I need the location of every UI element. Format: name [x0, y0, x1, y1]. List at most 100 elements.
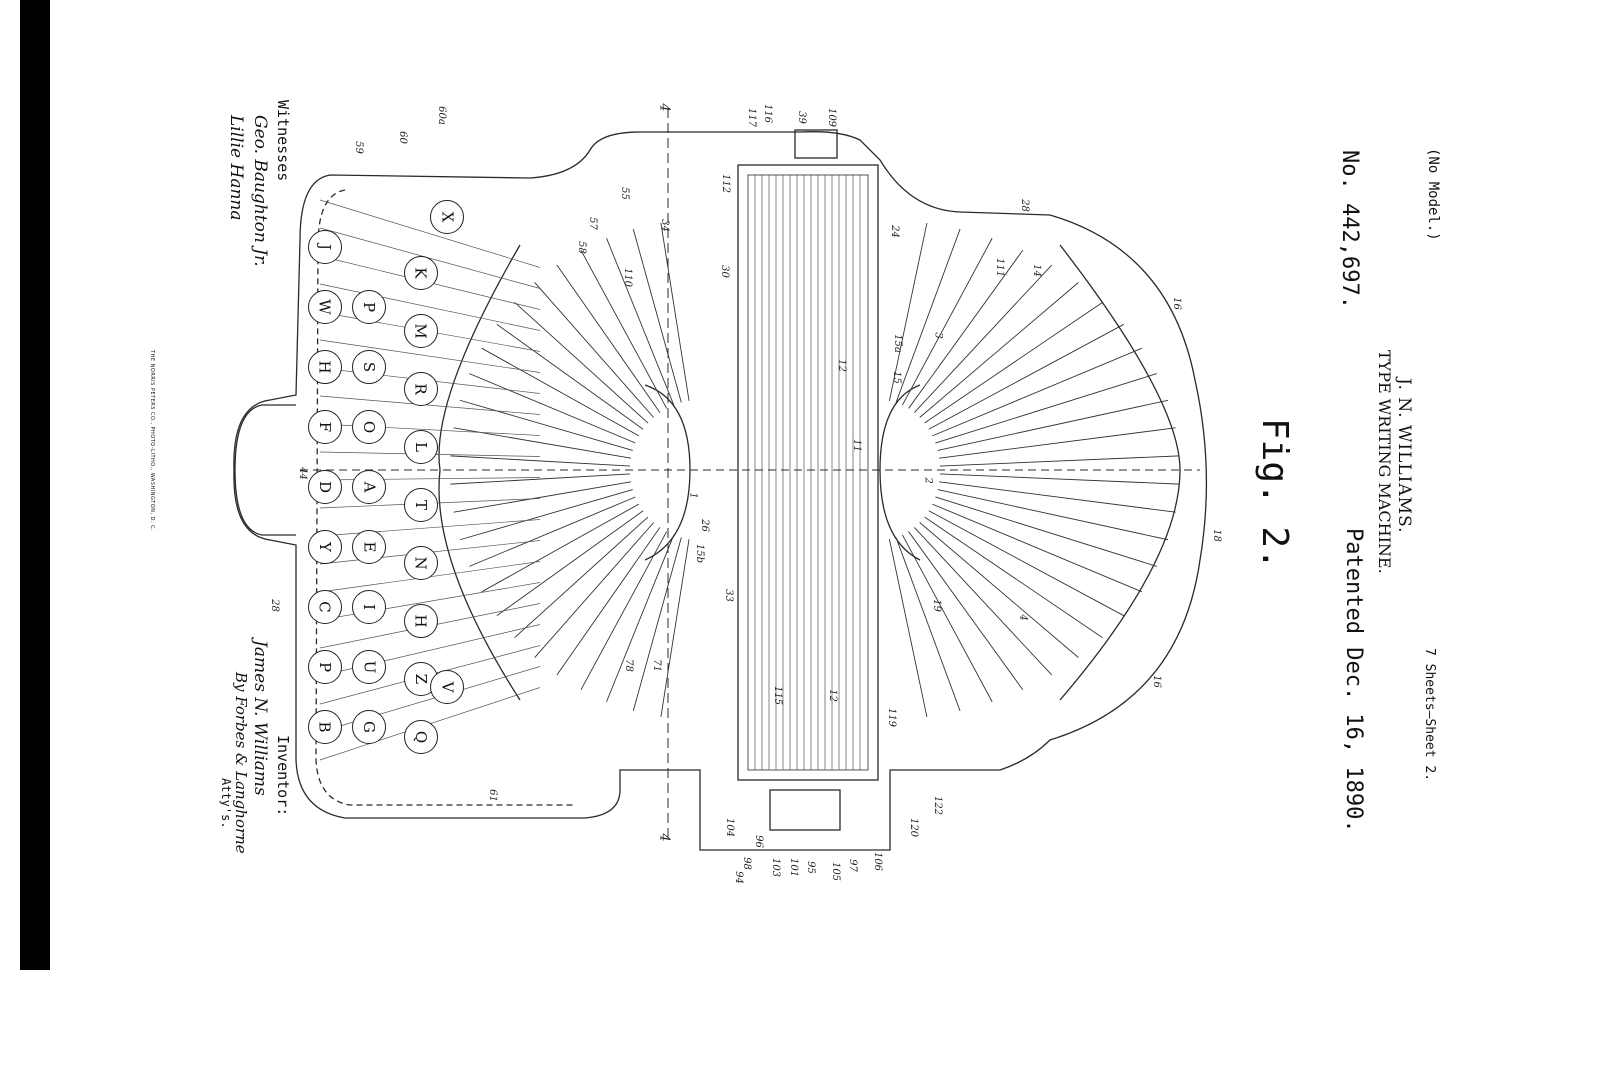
key-m: M — [404, 314, 438, 348]
reference-numeral: 60a — [435, 106, 447, 125]
key-q: Q — [404, 720, 438, 754]
key-letter: H — [412, 614, 430, 628]
type-bar — [939, 473, 1180, 485]
witness-signature-1: Geo. Baughton Jr. — [250, 115, 270, 267]
key-i: I — [352, 590, 386, 624]
reference-numeral: 2 — [922, 477, 934, 484]
reference-numeral: 98 — [740, 857, 752, 870]
type-bar — [935, 496, 1157, 567]
platen-knob-top — [794, 129, 838, 159]
reference-numeral: 116 — [762, 103, 774, 124]
reference-numeral: 33 — [722, 589, 734, 602]
key-lever — [319, 339, 541, 373]
type-bar — [534, 282, 655, 418]
type-bar — [534, 522, 655, 658]
right-type-basket-outer — [1059, 244, 1181, 701]
right-type-bars — [888, 222, 1180, 718]
ratchet-wheel — [769, 789, 841, 831]
type-bar — [895, 228, 961, 403]
type-bar — [556, 264, 661, 413]
key-letter: B — [316, 721, 334, 733]
key-letter: A — [360, 481, 378, 493]
type-bar — [939, 481, 1176, 513]
type-bar — [895, 537, 961, 712]
key-letter: V — [438, 681, 456, 693]
reference-numeral: 16 — [1150, 675, 1162, 688]
type-bar — [902, 237, 993, 406]
key-v: V — [430, 670, 464, 704]
key-h: H — [404, 604, 438, 638]
type-bar — [924, 516, 1103, 639]
type-bar — [939, 427, 1176, 459]
type-bar — [580, 531, 668, 691]
type-bar — [496, 510, 644, 617]
type-bar — [469, 373, 636, 444]
printer-credit: THE NORRIS PETERS CO., PHOTO-LITHO., WAS… — [149, 350, 155, 532]
key-letter: F — [315, 421, 334, 433]
type-bar — [914, 527, 1053, 676]
key-l: L — [404, 430, 438, 464]
key-w: W — [308, 290, 342, 324]
type-bar — [919, 282, 1079, 418]
inventor-label: Inventor: — [274, 735, 292, 817]
key-lever — [319, 519, 541, 537]
key-s: S — [352, 350, 386, 384]
reference-numeral: 101 — [788, 857, 800, 878]
reference-numeral: 115 — [772, 685, 784, 706]
type-bar — [932, 503, 1143, 593]
platen-cylinder — [747, 174, 869, 771]
reference-numeral: 110 — [622, 267, 634, 288]
reference-numeral: 78 — [622, 659, 634, 672]
key-c: C — [308, 590, 342, 624]
type-bar — [459, 399, 633, 451]
type-bar — [580, 249, 668, 409]
housing-outline — [233, 131, 1208, 851]
witnesses-label: Witnesses — [274, 100, 292, 182]
key-letter: I — [360, 604, 378, 610]
inventor-name: J. N. WILLIAMS. — [1394, 378, 1414, 534]
reference-numeral: 57 — [586, 217, 598, 230]
type-bar — [453, 481, 632, 513]
reference-numeral: 104 — [724, 817, 736, 838]
reference-numeral: 61 — [486, 789, 498, 802]
key-letter: J — [315, 243, 334, 251]
key-y: Y — [308, 530, 342, 564]
key-a: A — [352, 470, 386, 504]
reference-numeral: 117 — [746, 107, 758, 128]
type-bar — [606, 237, 675, 406]
key-f: F — [308, 410, 342, 444]
sheets-label: 7 Sheets—Sheet 2. — [1422, 648, 1437, 782]
key-letter: P — [360, 301, 378, 313]
reference-numeral: 106 — [872, 851, 884, 872]
reference-numeral: 26 — [698, 519, 710, 532]
right-type-basket-inner — [879, 384, 921, 561]
key-d: D — [308, 470, 342, 504]
key-letter: Z — [412, 673, 430, 685]
type-bar — [481, 347, 640, 437]
key-letter: O — [360, 420, 378, 434]
key-letter: Y — [316, 542, 334, 552]
left-type-bars — [450, 223, 690, 717]
scan-edge-bar — [20, 0, 50, 970]
key-letter: P — [316, 661, 334, 673]
reference-numeral: 18 — [1210, 529, 1222, 542]
inventor-attys: Atty's. — [219, 778, 233, 829]
reference-numeral: 59 — [352, 141, 364, 154]
reference-numeral: 28 — [1018, 199, 1030, 212]
reference-numeral: 39 — [795, 111, 807, 124]
key-h: H — [308, 350, 342, 384]
reference-numeral: 95 — [804, 861, 816, 874]
type-bar — [450, 455, 631, 467]
key-letter: S — [360, 361, 378, 373]
patent-title: TYPE WRITING MACHINE. — [1375, 350, 1394, 574]
reference-numeral: 109 — [826, 107, 838, 128]
key-k: K — [404, 256, 438, 290]
type-bar — [481, 503, 640, 593]
type-bar — [606, 534, 675, 703]
reference-numeral: 11 — [850, 439, 862, 452]
key-letter: N — [412, 556, 430, 570]
reference-numeral: 44 — [296, 467, 308, 480]
key-t: T — [404, 488, 438, 522]
